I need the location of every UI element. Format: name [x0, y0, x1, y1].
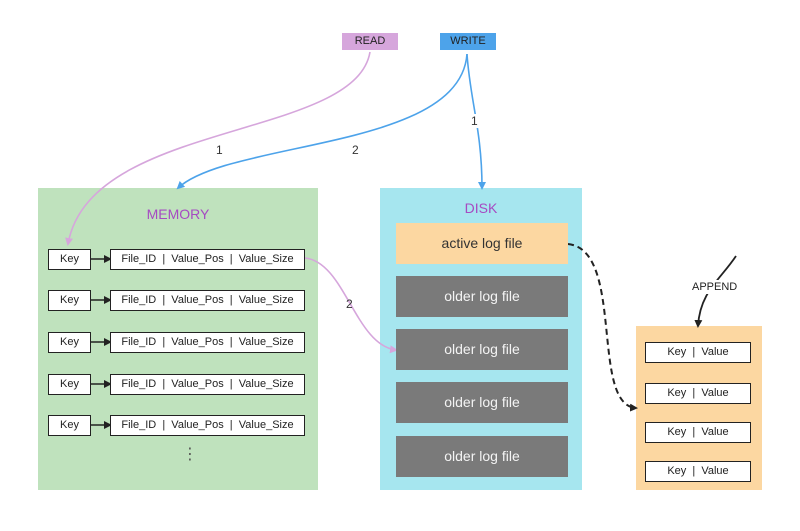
- write-tag: WRITE: [440, 33, 496, 50]
- memory-record-3: File_ID | Value_Pos | Value_Size: [110, 332, 305, 353]
- memory-record-1: File_ID | Value_Pos | Value_Size: [110, 249, 305, 270]
- arrow-active-to-append: [567, 243, 638, 412]
- append-label: APPEND: [690, 280, 740, 294]
- memory-title: MEMORY: [146, 206, 210, 222]
- append-entry-2: Key | Value: [645, 383, 751, 404]
- read-tag: READ: [342, 33, 398, 50]
- memory-record-4: File_ID | Value_Pos | Value_Size: [110, 374, 305, 395]
- edge-label-memory-disk: 2: [346, 297, 353, 311]
- edge-label-write-memory: 2: [350, 143, 361, 157]
- active-log-file: active log file: [396, 223, 568, 264]
- memory-key-1: Key: [48, 249, 91, 270]
- edge-label-write-disk: 1: [469, 114, 480, 128]
- memory-key-4: Key: [48, 374, 91, 395]
- memory-ellipsis: ⋮: [182, 446, 198, 463]
- append-entry-4: Key | Value: [645, 461, 751, 482]
- arrow-write-to-memory: [176, 53, 468, 190]
- append-entry-3: Key | Value: [645, 422, 751, 443]
- older-log-file-2: older log file: [396, 329, 568, 370]
- memory-record-2: File_ID | Value_Pos | Value_Size: [110, 290, 305, 311]
- older-log-file-4: older log file: [396, 436, 568, 477]
- edge-label-read-memory: 1: [214, 143, 225, 157]
- memory-key-5: Key: [48, 415, 91, 436]
- memory-key-3: Key: [48, 332, 91, 353]
- memory-key-2: Key: [48, 290, 91, 311]
- arrow-read-to-memory: [65, 51, 371, 246]
- memory-record-5: File_ID | Value_Pos | Value_Size: [110, 415, 305, 436]
- older-log-file-3: older log file: [396, 382, 568, 423]
- disk-title: DISK: [464, 200, 498, 216]
- older-log-file-1: older log file: [396, 276, 568, 317]
- append-entry-1: Key | Value: [645, 342, 751, 363]
- arrow-memory-to-disk: [304, 257, 398, 354]
